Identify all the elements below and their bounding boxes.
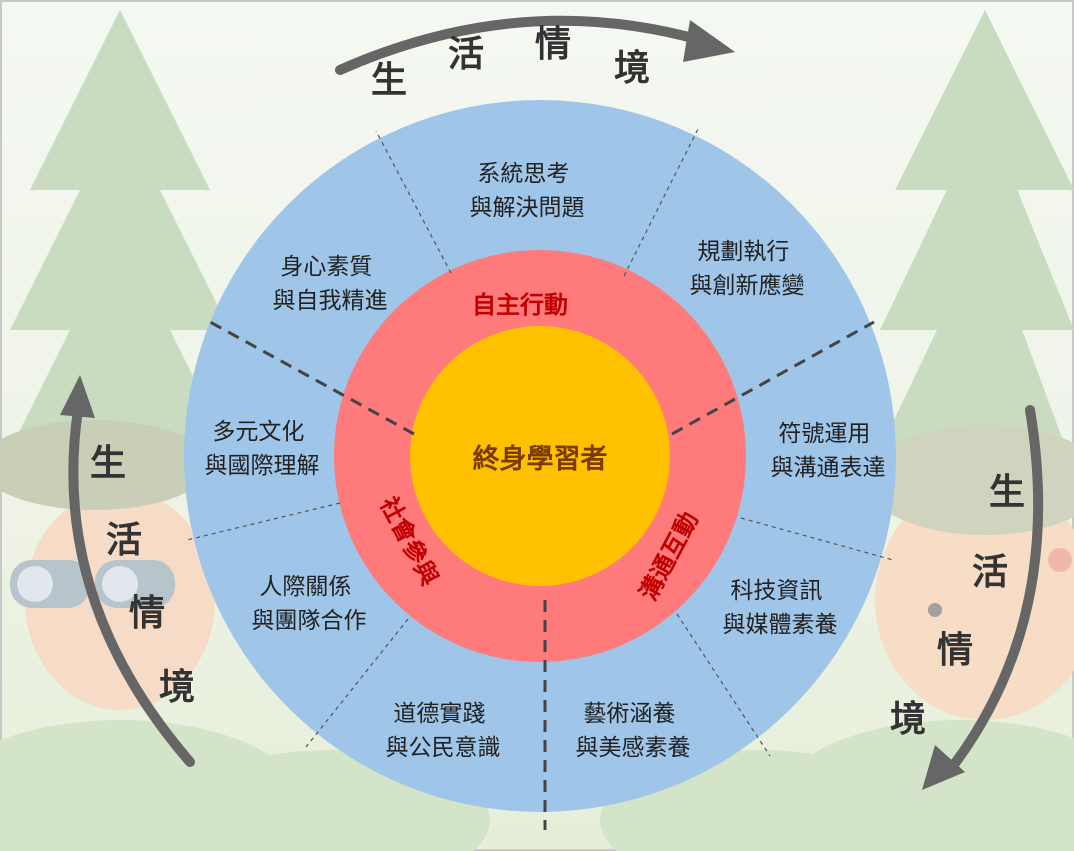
divider-line <box>186 502 341 541</box>
life-context-char: 生 <box>90 443 126 484</box>
life-context-char: 活 <box>448 34 484 75</box>
competency-symbols: 符號運用 與溝通表達 <box>771 421 886 481</box>
left-tree-illustration <box>0 10 240 590</box>
life-context-arrow-top: 生 活 情 境 <box>335 15 735 101</box>
competency-culture: 多元文化 與國際理解 <box>205 419 320 479</box>
arrow-head-icon <box>60 375 95 418</box>
life-context-char: 活 <box>106 520 142 561</box>
competency-relations: 人際關係 與團隊合作 <box>252 574 367 634</box>
competency-tech-media: 科技資訊 與媒體素養 <box>723 578 838 638</box>
arrow-head-icon <box>922 745 965 790</box>
competency-planning: 規劃執行 與創新應變 <box>690 239 805 299</box>
life-context-char: 活 <box>972 552 1008 593</box>
life-context-arrow-right: 生 活 情 境 <box>890 405 1044 790</box>
arrow-head-icon <box>683 20 735 62</box>
divider-line <box>305 618 409 748</box>
life-context-char: 境 <box>159 667 195 708</box>
center-label: 終身學習者 <box>473 443 608 475</box>
competency-arts: 藝術涵養 與美感素養 <box>576 701 691 761</box>
dimension-self-action: 自主行動 <box>472 291 568 319</box>
right-tree-illustration <box>870 10 1074 470</box>
dimension-dividers <box>209 320 875 830</box>
divider-line <box>740 517 894 561</box>
lifelong-learner-core <box>410 326 670 586</box>
right-character-illustration <box>865 425 1074 720</box>
life-context-arrow-left: 生 活 情 境 <box>60 375 195 767</box>
competency-systems-thinking: 系統思考 與解決問題 <box>470 161 585 221</box>
life-context-char: 生 <box>989 472 1025 513</box>
life-context-char: 境 <box>890 699 926 740</box>
competency-wellbeing: 身心素質 與自我精進 <box>273 254 388 314</box>
competency-ethics: 道德實踐 與公民意識 <box>386 701 501 761</box>
life-context-char: 境 <box>614 48 650 89</box>
competency-labels: 系統思考 與解決問題 規劃執行 與創新應變 符號運用 與溝通表達 科技資訊 與媒… <box>205 161 886 761</box>
life-context-char: 情 <box>535 24 571 65</box>
divider-line <box>375 130 452 274</box>
life-context-char: 情 <box>129 593 165 634</box>
competency-dividers <box>186 128 894 757</box>
left-character-illustration <box>0 420 215 710</box>
divider-line <box>623 128 699 277</box>
life-context-char: 情 <box>937 630 973 671</box>
life-context-char: 生 <box>371 60 407 101</box>
